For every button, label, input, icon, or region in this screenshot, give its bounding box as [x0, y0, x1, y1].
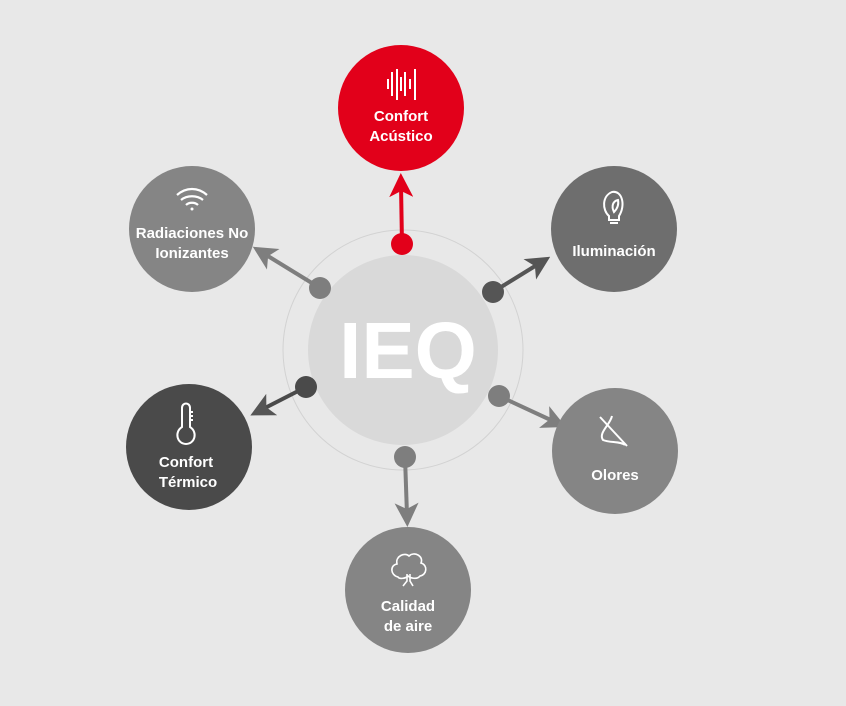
connector-calidad	[394, 446, 419, 527]
node-label-line2: Acústico	[369, 128, 432, 145]
lightbulb-icon	[603, 190, 624, 224]
node-confort-acustico[interactable]: Confort Acústico	[338, 45, 464, 171]
node-olores[interactable]: Olores	[552, 388, 678, 514]
connector-termico	[250, 376, 317, 416]
sound-wave-icon	[387, 69, 416, 100]
node-label-line2: Ionizantes	[155, 245, 228, 262]
node-label-line1: Confort	[374, 108, 428, 125]
connector-iluminacion	[482, 256, 551, 303]
node-label-line1: Calidad	[381, 598, 435, 615]
node-label-line2: de aire	[384, 618, 432, 635]
node-calidad-de-aire[interactable]: Calidad de aire	[345, 527, 471, 653]
node-label-line1: Olores	[591, 467, 639, 484]
connector-radiaciones	[252, 246, 331, 299]
node-radiaciones-no-ionizantes[interactable]: Radiaciones No Ionizantes	[129, 166, 255, 292]
node-iluminacion[interactable]: Iluminación	[551, 166, 677, 292]
node-label-line1: Radiaciones No	[136, 225, 249, 242]
node-confort-termico[interactable]: Confort Térmico	[126, 384, 252, 510]
node-label-line1: Confort	[159, 454, 213, 471]
thermometer-icon	[176, 402, 196, 446]
center-circle	[308, 255, 498, 445]
wifi-icon	[176, 187, 208, 211]
tree-icon	[391, 553, 427, 587]
nose-icon	[599, 415, 628, 447]
center-label: IEQ	[339, 306, 477, 395]
connector-olores	[488, 385, 566, 428]
node-label-line1: Iluminación	[572, 243, 655, 260]
node-label-line2: Térmico	[159, 474, 217, 491]
connector-acustico	[389, 173, 414, 255]
